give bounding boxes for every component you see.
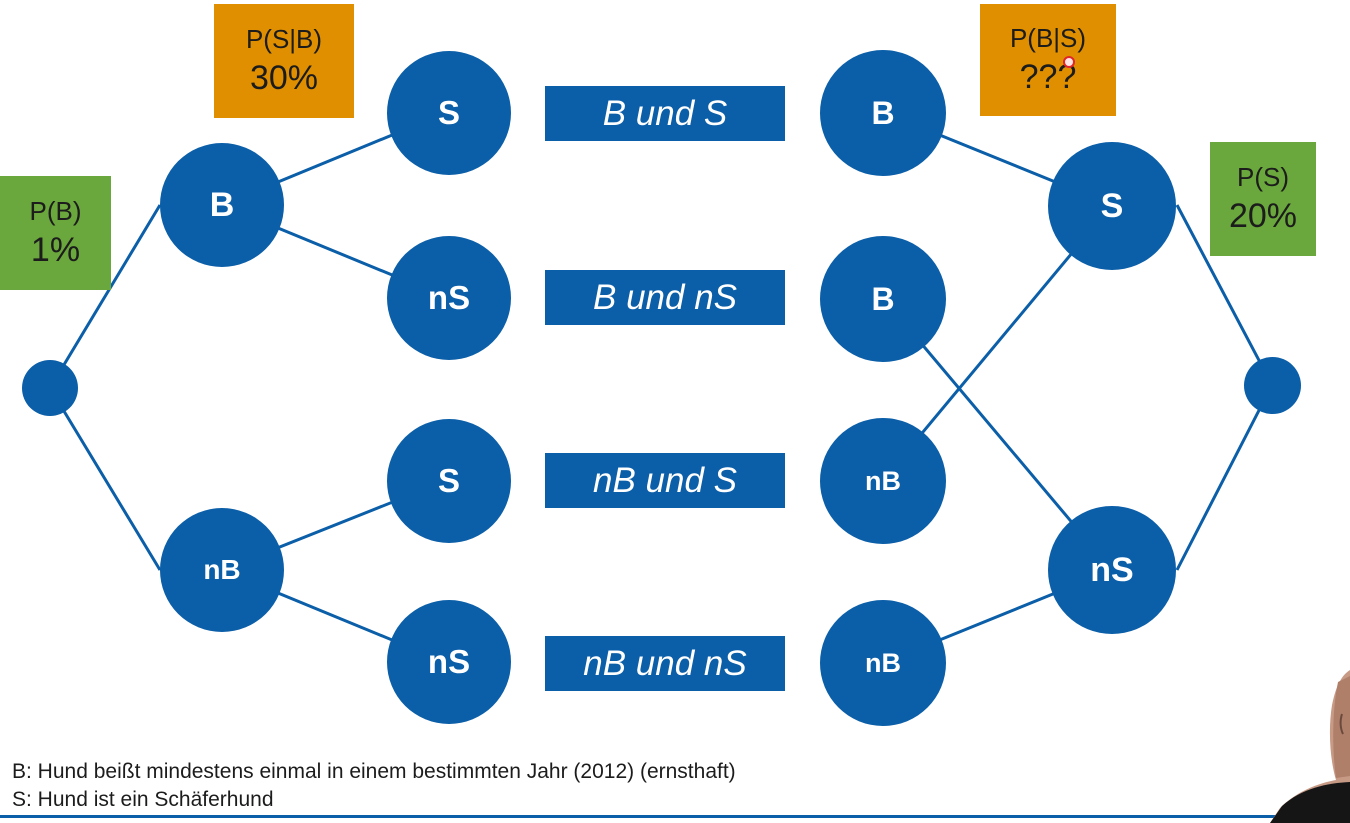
right-leaf-b-1: B [820,50,946,176]
right-leaf-nb-1: nB [820,418,946,544]
conditional-s-given-b-label: P(S|B) [245,24,323,54]
node-ns-right: nS [1048,506,1176,634]
slide-bottom-rule [0,815,1350,818]
left-leaf-s-2: S [387,419,511,543]
outcome-band-4: nB und nS [545,636,785,691]
conditional-s-given-b-box: P(S|B) 30% [214,4,354,118]
left-leaf-s-1: S [387,51,511,175]
node-b-left: B [160,143,284,267]
edge-rroot-s [1175,204,1274,386]
legend-s-definition: S: Hund ist ein Schäferhund [12,788,274,811]
conditional-s-given-b-value: 30% [249,59,319,97]
prior-s-box: P(S) 20% [1210,142,1316,256]
edge-root-nb [48,387,162,571]
left-leaf-ns-1: nS [387,236,511,360]
presenter-webcam-image [1270,670,1350,823]
right-leaf-b-2: B [820,236,946,362]
edge-rroot-ns [1175,384,1274,571]
prior-b-label: P(B) [29,196,82,226]
prior-s-label: P(S) [1237,162,1289,192]
prior-s-value: 20% [1228,197,1298,235]
edge-root-b [48,204,162,389]
legend-b-definition: B: Hund beißt mindestens einmal in einem… [12,760,736,783]
node-nb-left: nB [160,508,284,632]
right-root-node [1244,357,1301,414]
conditional-b-given-s-label: P(B|S) [1009,23,1087,53]
prior-b-box: P(B) 1% [0,176,111,290]
prior-b-value: 1% [30,231,81,269]
right-leaf-nb-2: nB [820,600,946,726]
left-leaf-ns-2: nS [387,600,511,724]
outcome-band-2: B und nS [545,270,785,325]
left-root-node [22,360,78,416]
outcome-band-3: nB und S [545,453,785,508]
outcome-band-1: B und S [545,86,785,141]
pointer-marker [1063,56,1075,68]
conditional-b-given-s-box: P(B|S) ??? [980,4,1116,116]
node-s-right: S [1048,142,1176,270]
